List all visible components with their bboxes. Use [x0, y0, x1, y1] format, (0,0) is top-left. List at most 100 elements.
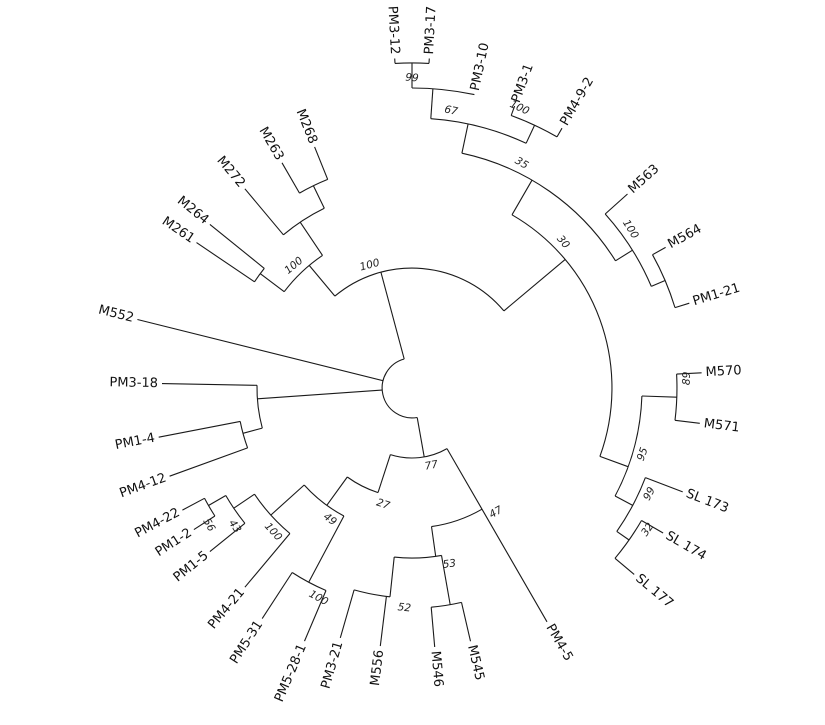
branch-arc — [254, 493, 291, 534]
leaf-label: PM1-4 — [114, 431, 156, 453]
branch-arc — [353, 589, 391, 598]
branch — [303, 590, 327, 642]
branch — [674, 419, 700, 424]
branch-arc — [616, 477, 646, 532]
branch — [616, 530, 630, 541]
branch-arc — [614, 520, 642, 559]
bootstrap-value: 100 — [358, 257, 381, 274]
branch — [641, 520, 664, 534]
branch-arc — [299, 178, 328, 194]
branch — [339, 589, 355, 639]
branch — [233, 493, 255, 509]
branch — [169, 447, 248, 477]
branch — [308, 265, 336, 297]
branch — [676, 372, 702, 375]
bootstrap-value: 52 — [397, 601, 412, 614]
branch-arc — [283, 207, 325, 236]
branch — [208, 495, 227, 506]
branch-arc — [254, 268, 265, 283]
bootstrap-value: 35 — [513, 155, 531, 172]
branch — [244, 188, 284, 236]
branch — [270, 484, 305, 516]
branch — [430, 88, 434, 119]
leaf-label: SL 177 — [632, 571, 676, 611]
branch-arc — [511, 214, 613, 457]
branch — [312, 185, 325, 209]
leaf-label: M564 — [665, 221, 704, 252]
leaf-label: M268 — [293, 107, 320, 146]
bootstrap-value: 100 — [620, 218, 641, 242]
branch — [614, 557, 635, 575]
bootstrap-value: 32 — [639, 520, 657, 538]
branch-arc — [461, 152, 616, 262]
branch — [430, 526, 437, 557]
branch — [525, 124, 536, 144]
branch — [389, 557, 395, 597]
branch-arc — [204, 498, 216, 517]
branch-arc — [239, 421, 249, 449]
bootstrap-value: 47 — [487, 504, 505, 521]
branch — [261, 572, 293, 619]
leaf-label: SL 173 — [684, 486, 731, 516]
branch-arc — [303, 484, 345, 517]
branch — [556, 127, 563, 138]
leaf-label: M546 — [428, 650, 446, 687]
branch — [503, 258, 566, 312]
branch — [377, 454, 391, 493]
leaf-label: PM4-12 — [118, 471, 169, 502]
leaf-label: PM1-21 — [691, 281, 742, 310]
branch — [326, 476, 348, 506]
leaf-label: M563 — [625, 162, 662, 197]
branch — [440, 555, 451, 605]
branch — [137, 318, 384, 382]
branch — [645, 477, 683, 493]
branch-arc — [394, 554, 442, 559]
branch-arc — [346, 476, 379, 494]
branch — [614, 495, 633, 506]
branch — [308, 515, 345, 583]
branch — [158, 420, 241, 438]
branch — [674, 302, 690, 309]
branch-arc — [283, 254, 323, 293]
branch — [379, 596, 387, 647]
leaf-label: M570 — [705, 363, 742, 380]
bootstrap-value: 67 — [443, 103, 459, 118]
leaf-label: PM5-31 — [227, 618, 266, 667]
branch-arc — [674, 374, 678, 421]
branch — [281, 162, 300, 194]
bootstrap-value: 56 — [200, 516, 217, 534]
leaf-label: M571 — [703, 416, 741, 435]
branch — [511, 179, 533, 216]
leaf-label: PM3-10 — [468, 42, 493, 93]
branch-arc — [614, 395, 643, 497]
bootstrap-value: 100 — [307, 588, 331, 608]
branch — [244, 533, 291, 588]
leaf-label: PM4-21 — [205, 585, 248, 632]
branch — [446, 448, 483, 510]
branch-arc — [431, 508, 483, 528]
branch — [641, 395, 677, 398]
bootstrap-value: 99 — [405, 72, 419, 85]
leaf-label: PM3-21 — [319, 640, 347, 691]
leaf-label: M545 — [464, 644, 487, 682]
bootstrap-value: 99 — [641, 485, 658, 503]
leaf-label: PM3-17 — [422, 6, 440, 55]
bootstrap-value: 95 — [635, 446, 651, 463]
branch — [416, 417, 425, 457]
branch — [599, 455, 629, 468]
branch — [242, 427, 263, 434]
branch — [209, 522, 246, 553]
branch — [380, 271, 405, 360]
branch — [193, 515, 216, 531]
leaf-label: M263 — [255, 124, 286, 163]
branch — [604, 193, 628, 215]
leaf-label: PM1-5 — [171, 548, 212, 585]
bootstrap-value: 27 — [375, 497, 392, 513]
branch — [651, 279, 666, 287]
bootstrap-value: 100 — [262, 520, 285, 543]
bootstrap-value: 77 — [424, 458, 440, 472]
branch-arc — [390, 448, 448, 459]
branch — [615, 249, 633, 262]
